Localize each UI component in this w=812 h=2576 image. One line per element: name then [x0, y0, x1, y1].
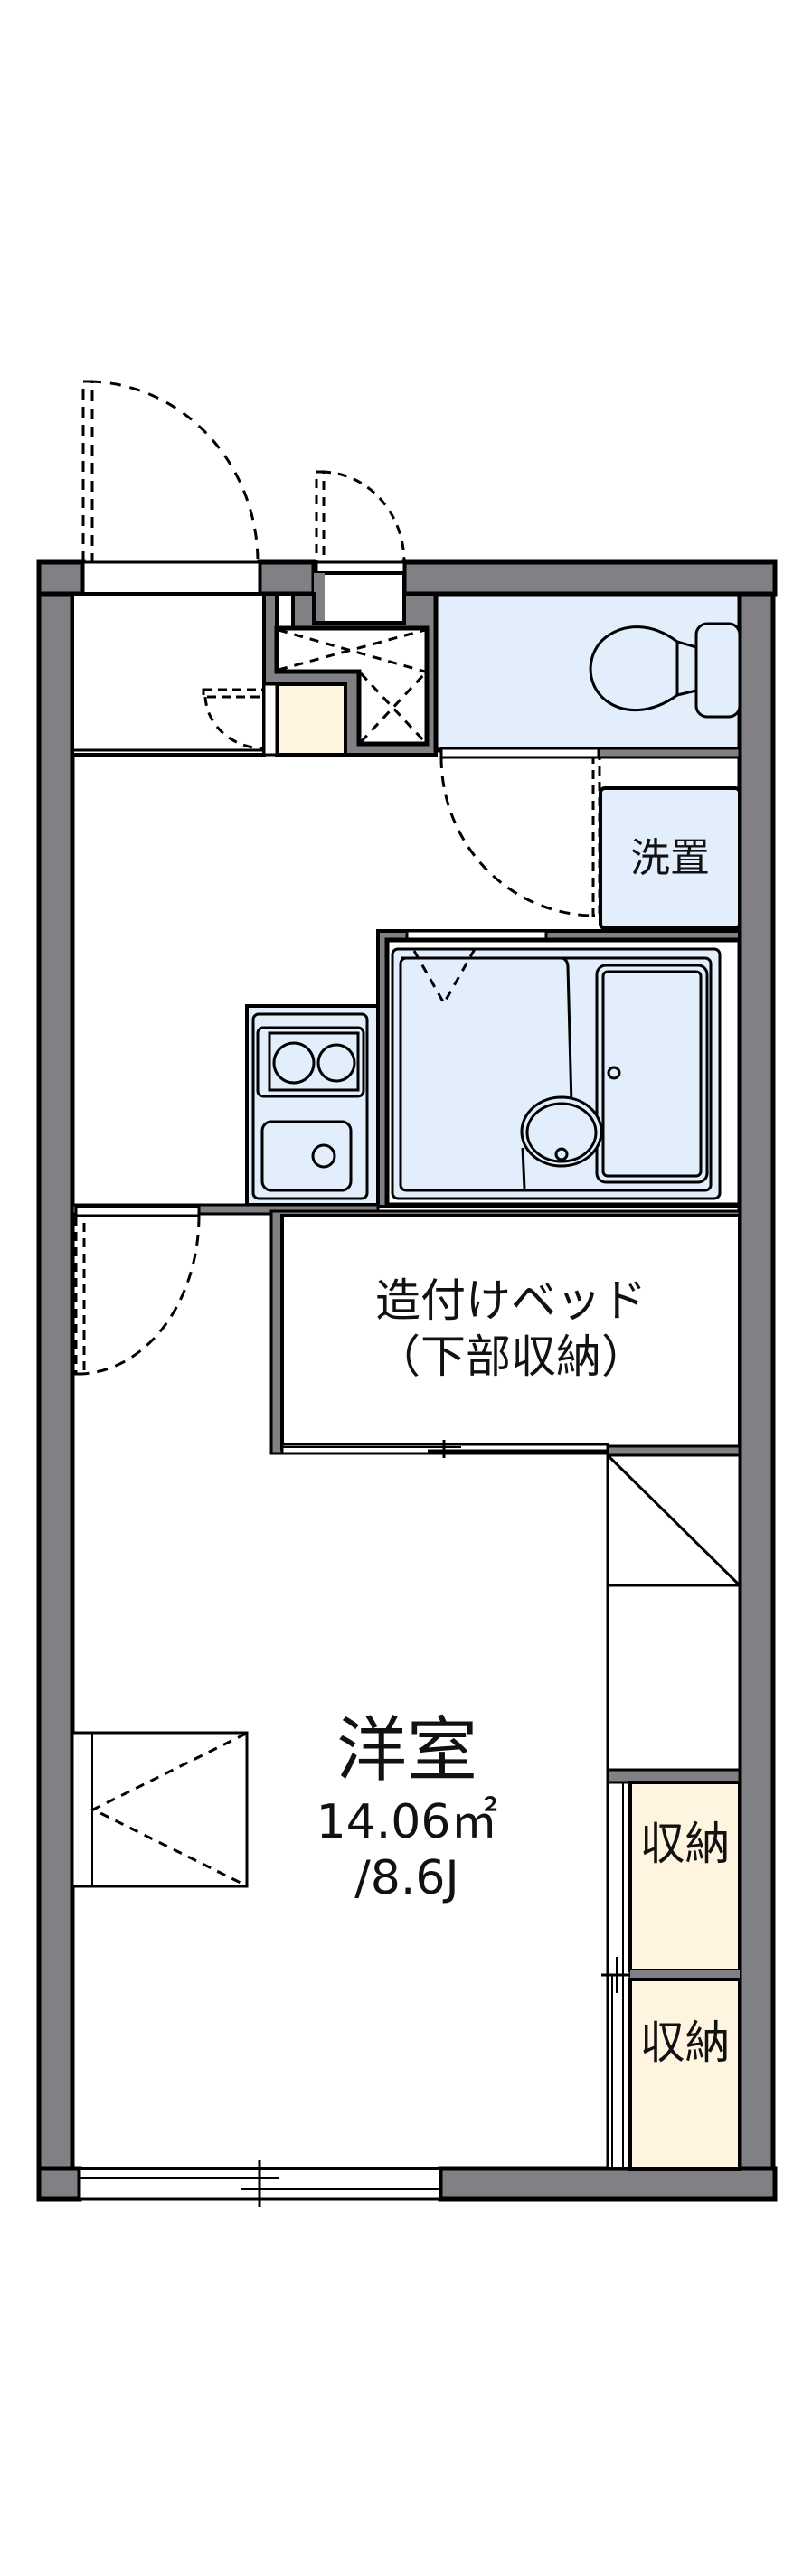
storage-unit: [71, 1731, 249, 1888]
toilet-door: [439, 747, 741, 917]
shoe-cabinet-icon: [275, 682, 347, 757]
built-in-bed: [269, 1209, 741, 1458]
window-bottom: [78, 2160, 442, 2207]
washer-space-label: 洗置: [630, 835, 710, 881]
main-room-area: 14.06㎡: [316, 1795, 498, 1849]
closet-2-label: 収納: [639, 2017, 731, 2069]
toilet-room: [433, 591, 742, 753]
built-in-bed-label-line1: 造付けベッド: [375, 1274, 647, 1327]
kitchen-sink-icon: [260, 1120, 353, 1192]
room-door: [74, 1205, 201, 1376]
pipe-shaft: [262, 592, 438, 757]
main-room-size-jo: /8.6J: [354, 1851, 459, 1905]
loft-ladder: [606, 1444, 741, 1784]
meter-box-door: [314, 470, 406, 625]
kitchen-unit: [245, 1004, 380, 1207]
genkan: [71, 592, 266, 757]
closet-1-label: 収納: [639, 1818, 731, 1870]
washer-space: [599, 786, 741, 930]
exterior-walls: [36, 559, 778, 2202]
entrance-door: [81, 380, 261, 596]
main-room-name: 洋室: [335, 1710, 477, 1791]
built-in-bed-label-line2: （下部収納）: [375, 1330, 647, 1383]
bathroom: [376, 929, 742, 1208]
toilet-icon: [589, 625, 679, 711]
closets: [601, 1781, 741, 2171]
built-in-bed-label: 造付けベッド （下部収納）: [282, 1273, 740, 1385]
